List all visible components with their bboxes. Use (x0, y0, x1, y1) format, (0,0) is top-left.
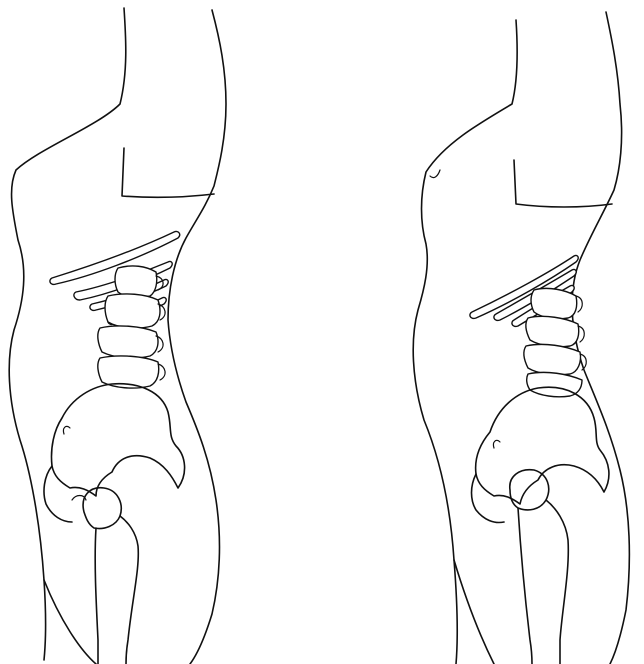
left-figure-arm-outline (122, 148, 214, 197)
left-vertebra (105, 294, 160, 328)
right-figure-leg-outline (454, 560, 494, 664)
right-pelvis-detail (493, 440, 500, 448)
left-iliac-crest (51, 384, 184, 496)
right-vertebra (526, 316, 579, 346)
right-figure-shoulder-mark (430, 170, 440, 178)
right-femur-neck (546, 500, 568, 664)
left-ischium (44, 466, 72, 522)
right-iliac-crest (476, 387, 609, 504)
left-figure-leg-outline (44, 580, 96, 664)
right-figure-front-outline (413, 20, 517, 664)
left-femur-head (83, 488, 121, 529)
right-figure-arm-outline (514, 160, 612, 207)
left-femur-neck (120, 516, 138, 664)
right-femur-head (510, 470, 549, 510)
right-figure (413, 12, 629, 664)
left-pelvis (44, 384, 185, 664)
right-femur-shaft (518, 508, 532, 664)
right-ischium (472, 474, 505, 523)
left-figure-back-outline (168, 10, 226, 664)
right-pelvis (472, 387, 609, 664)
left-vertebra (115, 266, 157, 297)
right-vertebra (531, 288, 577, 318)
left-vertebra (98, 326, 158, 358)
left-femur-shaft (95, 528, 98, 664)
left-vertebra (98, 356, 159, 388)
right-figure-back-outline (572, 12, 629, 664)
left-pelvis-detail (63, 426, 70, 434)
right-vertebra (524, 344, 581, 374)
